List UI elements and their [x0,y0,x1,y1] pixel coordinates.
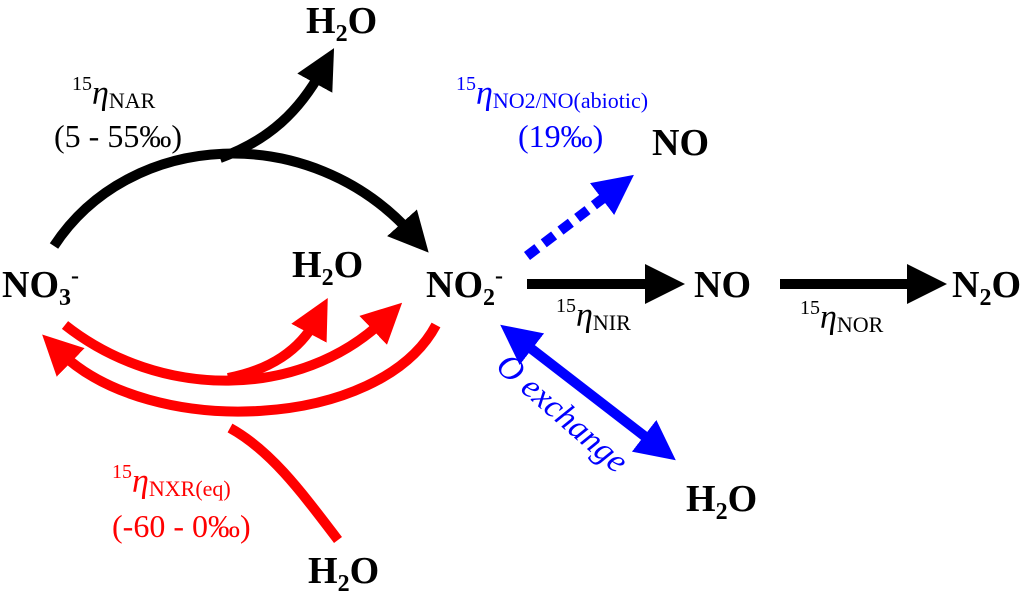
label-abiotic-range: (19‰) [518,118,604,154]
species-no-abiotic: NO [652,122,709,164]
species-h2o-right: H2O [686,478,758,525]
species-n2o: N2O [952,264,1022,311]
label-nar: 15ηNAR [72,73,156,113]
abiotic-arrow [523,174,634,260]
nxr-h2o-input-line [227,423,342,544]
species-no3: NO3- [2,263,79,311]
o-exchange-arrow [500,324,676,461]
label-abiotic: 15ηNO2/NO(abiotic) [456,73,649,113]
nar-h2o-branch-arrow [218,48,335,163]
nxr-forward-arrow [61,302,403,386]
species-no2: NO2- [426,263,503,311]
nar-arrow [49,148,429,253]
label-nxr-range: (-60 - 0‰) [112,508,251,544]
label-nor: 15ηNOR [800,297,884,337]
nxr-reverse-arrow [42,322,441,417]
label-nar-range: (5 - 55‰) [54,118,182,154]
species-no-mid: NO [694,264,751,306]
nxr-h2o-branch-arrow [227,297,328,383]
species-h2o-top: H2O [306,0,378,47]
label-nir: 15ηNIR [556,295,631,335]
species-h2o-bottom: H2O [308,550,380,594]
species-h2o-mid: H2O [292,244,364,291]
label-nxr: 15ηNXR(eq) [112,461,231,501]
